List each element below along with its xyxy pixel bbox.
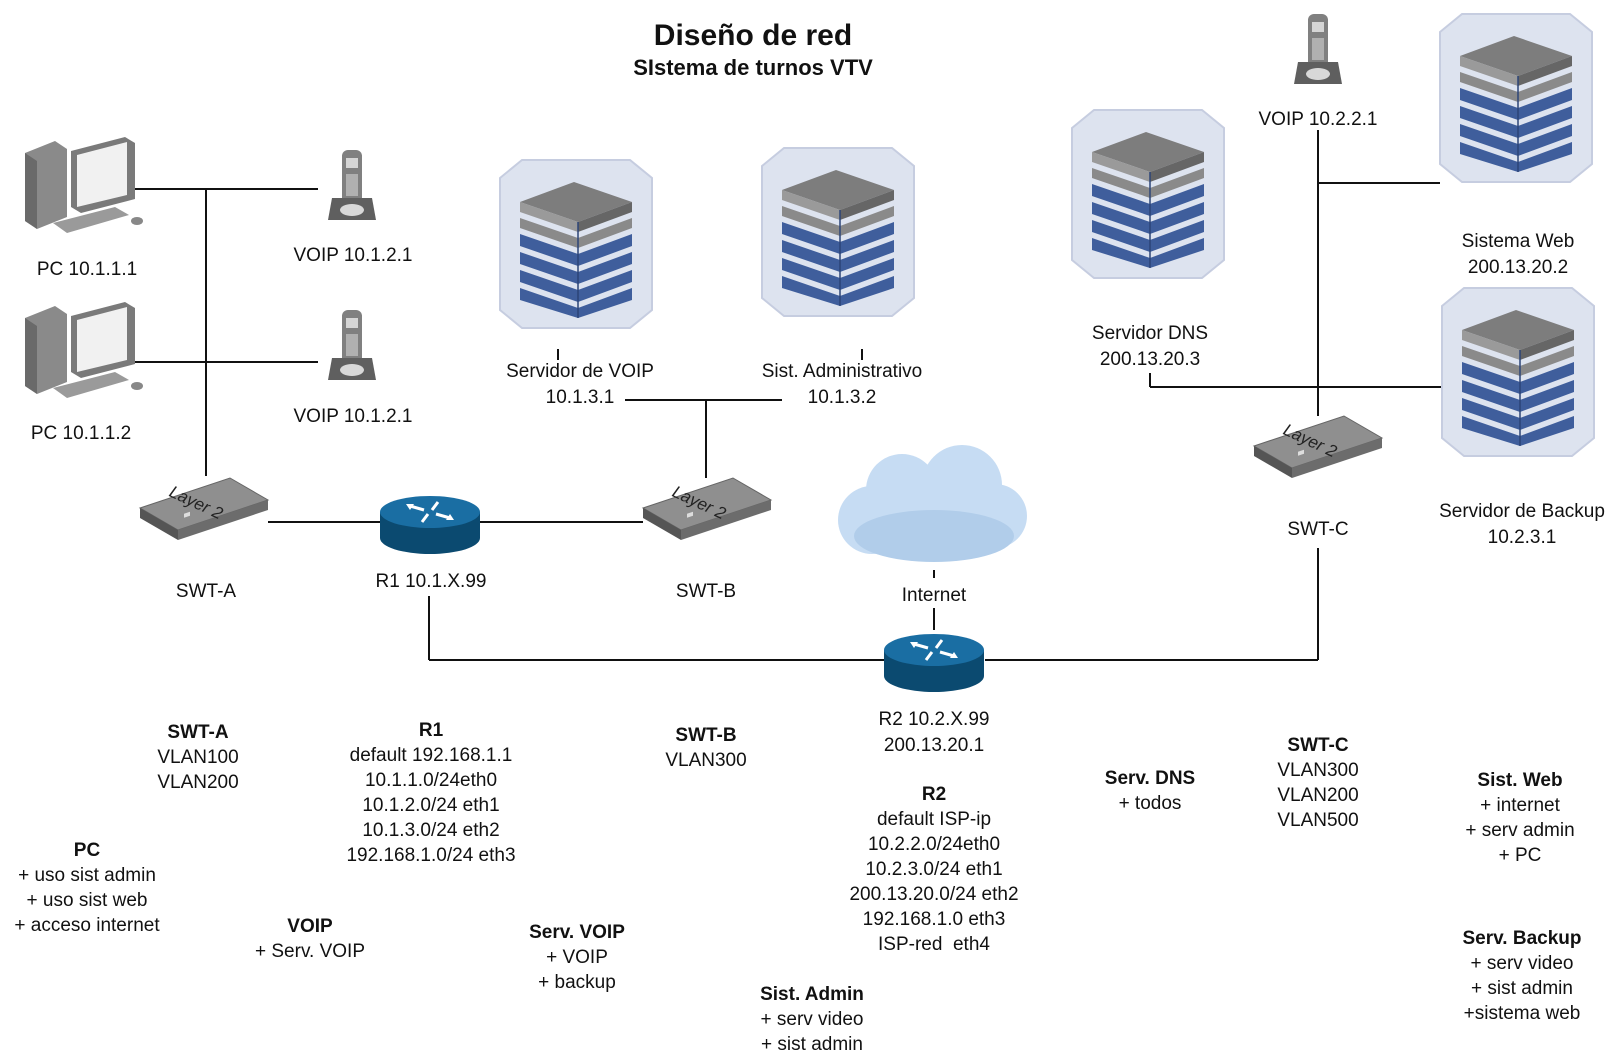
server-backup-name: Servidor de Backup	[1439, 501, 1605, 522]
server-web-ip: 200.13.20.2	[1467, 257, 1569, 278]
note-swt-c: SWT-C VLAN300 VLAN200 VLAN500	[1277, 733, 1358, 833]
note-line: + acceso internet	[14, 915, 160, 936]
note-line: 192.168.1.0/24 eth3	[346, 845, 516, 866]
note-pc: PC + uso sist admin + uso sist web + acc…	[14, 838, 159, 938]
note-line: 192.168.1.0 eth3	[862, 909, 1006, 930]
server-dns-name: Servidor DNS	[1091, 323, 1209, 344]
server-voip-ip: 10.1.3.1	[545, 387, 615, 408]
note-swt-a-title: SWT-A	[167, 722, 229, 743]
note-line: VLAN200	[1277, 785, 1359, 806]
server-admin-name: Sist. Administrativo	[761, 361, 923, 382]
server-backup-ip: 10.2.3.1	[1487, 527, 1557, 548]
router-r1-label: R1 10.1.X.99	[375, 571, 487, 592]
pc2-label: PC 10.1.1.2	[30, 423, 132, 444]
voip-phone-icon	[328, 150, 376, 220]
note-line: + uso sist admin	[18, 865, 156, 886]
note-r2-title: R2	[921, 784, 947, 805]
note-swt-c-title: SWT-C	[1287, 735, 1349, 756]
note-line: + sist admin	[1471, 978, 1573, 999]
note-serv-voip-title: Serv. VOIP	[529, 922, 625, 943]
note-swt-b-title: SWT-B	[675, 725, 737, 746]
pc2-icon	[25, 302, 143, 398]
note-line: VLAN300	[665, 750, 747, 771]
server-admin-ip: 10.1.3.2	[807, 387, 877, 408]
note-line: VLAN300	[1277, 760, 1359, 781]
server-voip-name: Servidor de VOIP	[506, 361, 654, 382]
note-swt-b: SWT-B VLAN300	[665, 723, 746, 773]
note-swt-a: SWT-A VLAN100 VLAN200	[157, 720, 238, 795]
server-voip-icon	[499, 159, 653, 329]
note-sist-web: Sist. Web + internet + serv admin + PC	[1465, 768, 1574, 868]
note-r1-title: R1	[418, 720, 444, 741]
note-line: + VOIP	[546, 947, 608, 968]
note-line: default ISP-ip	[876, 809, 992, 830]
internet-label: Internet	[901, 585, 967, 606]
server-dns-icon	[1071, 109, 1225, 279]
server-web-name: Sistema Web	[1461, 231, 1575, 252]
voip-a1-label: VOIP 10.1.2.1	[293, 245, 413, 266]
voip-a2-label: VOIP 10.1.2.1	[293, 406, 413, 427]
note-r1: R1 default 192.168.1.1 10.1.1.0/24eth0 1…	[346, 718, 515, 868]
note-line: + internet	[1480, 795, 1560, 816]
note-serv-backup-title: Serv. Backup	[1462, 928, 1582, 949]
note-voip: VOIP + Serv. VOIP	[255, 914, 365, 964]
voip-c-label: VOIP 10.2.2.1	[1258, 109, 1378, 130]
switch-c-name: SWT-C	[1287, 519, 1349, 540]
note-line: 10.1.2.0/24 eth1	[362, 795, 500, 816]
note-sist-admin: Sist. Admin + serv video + sist admin	[760, 982, 864, 1057]
server-admin-icon	[761, 147, 915, 317]
note-line: + serv video	[760, 1009, 864, 1030]
router-r2-icon	[882, 632, 986, 694]
note-line: + PC	[1498, 845, 1542, 866]
note-line: ISP-red eth4	[878, 934, 990, 955]
note-line: 10.2.2.0/24eth0	[867, 834, 1001, 855]
note-line: + serv video	[1470, 953, 1574, 974]
note-line: + Serv. VOIP	[255, 941, 365, 962]
note-serv-voip: Serv. VOIP + VOIP + backup	[529, 920, 625, 995]
server-web-icon	[1439, 13, 1593, 183]
note-sist-admin-title: Sist. Admin	[760, 984, 864, 1005]
note-line: VLAN100	[157, 747, 239, 768]
note-line: VLAN200	[157, 772, 239, 793]
voip-phone-icon	[1294, 14, 1342, 84]
note-line: + backup	[538, 972, 616, 993]
switch-a-name: SWT-A	[175, 581, 237, 602]
note-line: 10.1.1.0/24eth0	[364, 770, 498, 791]
note-line: + todos	[1118, 793, 1182, 814]
router-r2-public-ip: 200.13.20.1	[883, 735, 985, 756]
note-line: default 192.168.1.1	[349, 745, 513, 766]
switch-b-name: SWT-B	[675, 581, 737, 602]
note-line: 10.1.3.0/24 eth2	[362, 820, 500, 841]
internet-cloud-icon	[838, 445, 1027, 562]
note-voip-title: VOIP	[287, 916, 333, 937]
note-serv-dns: Serv. DNS + todos	[1105, 766, 1195, 816]
note-line: + uso sist web	[26, 890, 148, 911]
diagram-subtitle: SIstema de turnos VTV	[633, 55, 873, 80]
note-r2: R2 default ISP-ip 10.2.2.0/24eth0 10.2.3…	[849, 782, 1018, 957]
note-line: 200.13.20.0/24 eth2	[849, 884, 1019, 905]
pc1-icon	[25, 137, 143, 233]
note-line: + serv admin	[1465, 820, 1575, 841]
note-serv-dns-title: Serv. DNS	[1104, 768, 1196, 789]
note-sist-web-title: Sist. Web	[1477, 770, 1563, 791]
note-pc-title: PC	[73, 840, 101, 861]
server-dns-ip: 200.13.20.3	[1099, 349, 1201, 370]
diagram-title: Diseño de red	[653, 19, 853, 52]
note-serv-backup: Serv. Backup + serv video + sist admin +…	[1463, 926, 1582, 1026]
router-r2-ip: R2 10.2.X.99	[878, 709, 990, 730]
note-line: +sistema web	[1463, 1003, 1581, 1024]
pc1-label: PC 10.1.1.1	[36, 259, 138, 280]
server-backup-icon	[1441, 287, 1595, 457]
note-line: VLAN500	[1277, 810, 1359, 831]
router-r1-icon	[378, 494, 482, 556]
diagram-title-block: Diseño de red SIstema de turnos VTV	[633, 18, 873, 82]
note-line: + sist admin	[761, 1034, 863, 1055]
note-line: 10.2.3.0/24 eth1	[865, 859, 1003, 880]
voip-phone-icon	[328, 310, 376, 380]
